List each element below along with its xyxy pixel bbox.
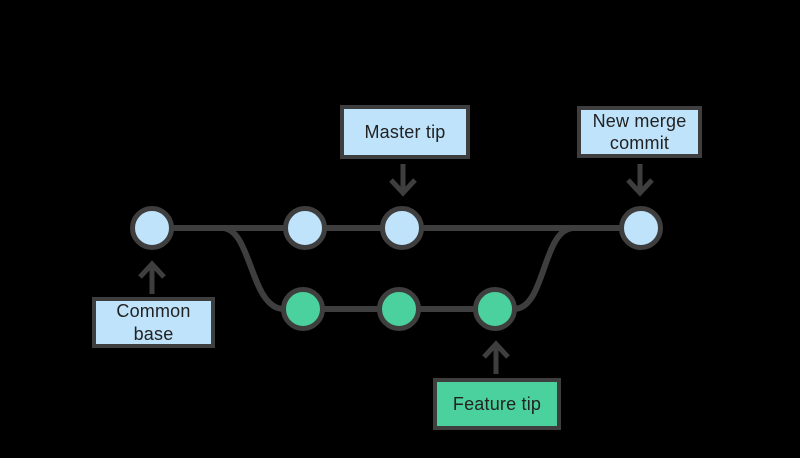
label-new-merge-commit: New merge commit [577,106,702,158]
edge-branch-out-curve [221,225,285,312]
commit-node-feature-2 [377,287,421,331]
label-master-tip-text: Master tip [364,121,446,142]
arrow-up-common-base-icon [138,260,166,294]
arrow-down-master-tip-icon [389,164,417,197]
label-common-base-text: Common base [116,301,191,344]
edge-merge-in-curve [513,225,575,312]
label-feature-tip-text: Feature tip [452,393,542,414]
label-new-merge-commit-text: New merge commit [592,110,687,154]
commit-node-master-4 [619,206,663,250]
arrow-down-new-merge-commit-icon [626,164,654,197]
label-feature-tip: Feature tip [433,378,561,430]
commit-node-feature-3 [473,287,517,331]
commit-node-master-2 [283,206,327,250]
commit-node-master-1 [130,206,174,250]
label-master-tip: Master tip [340,105,470,159]
arrow-up-feature-tip-icon [482,340,510,374]
commit-node-master-3 [380,206,424,250]
commit-node-feature-1 [281,287,325,331]
label-common-base: Common base [92,297,215,348]
